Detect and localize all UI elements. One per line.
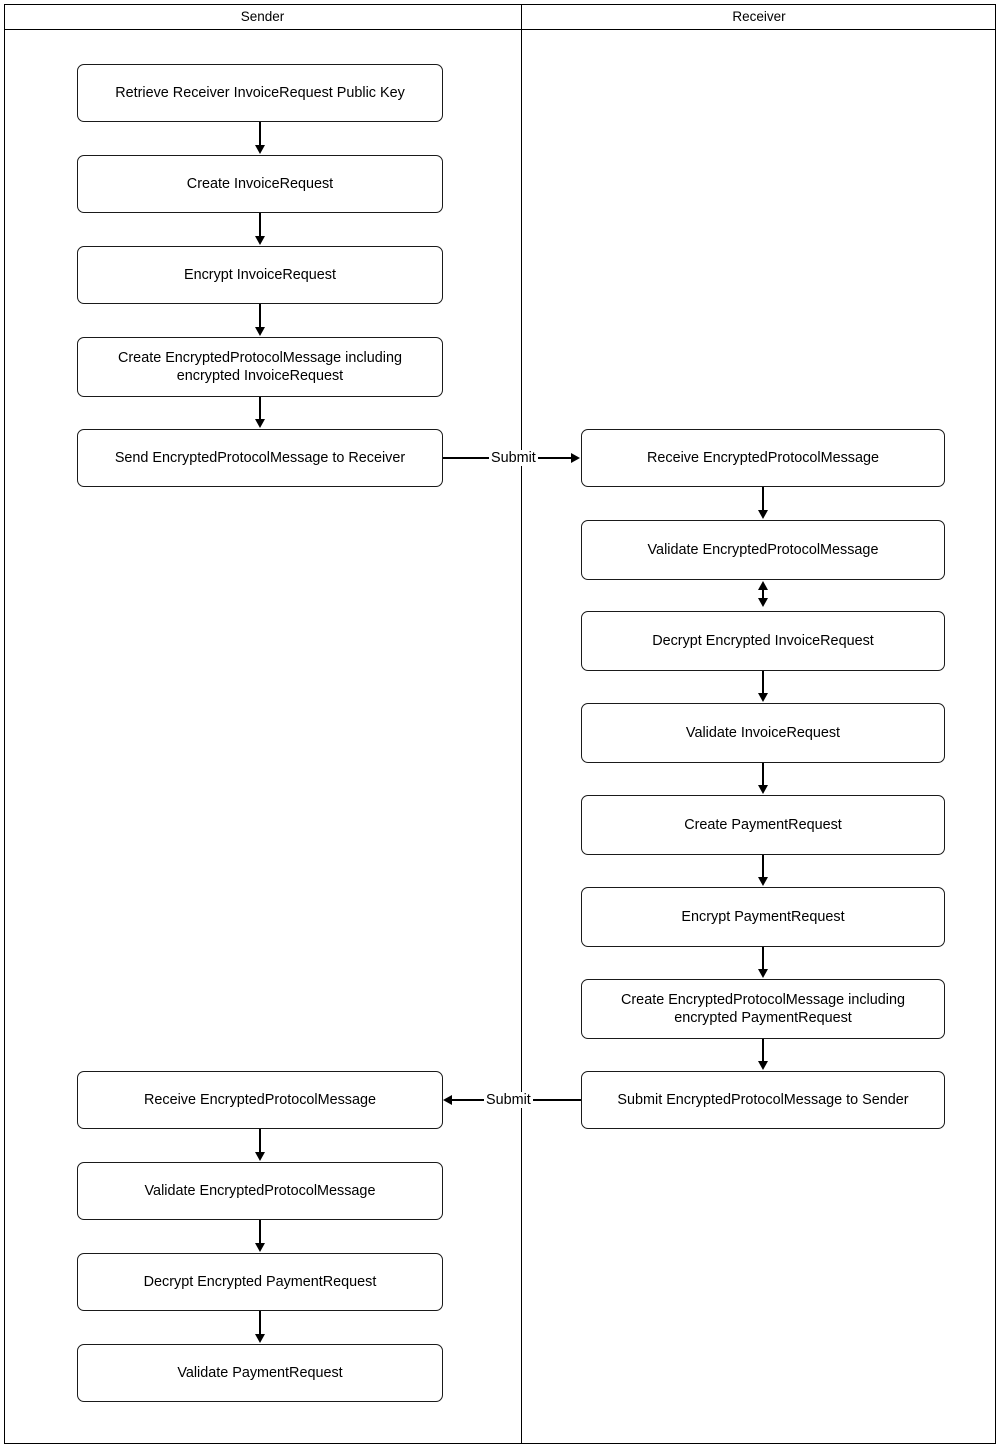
connector-s4-s5	[259, 397, 261, 419]
connector-r4-r5	[762, 763, 764, 785]
node-label: Decrypt Encrypted PaymentRequest	[143, 1273, 377, 1290]
node-label: Retrieve Receiver InvoiceRequest Public …	[115, 84, 405, 101]
connector-r7-r8	[762, 1039, 764, 1061]
node-receiver-validate-invoicerequest[interactable]: Validate InvoiceRequest	[581, 703, 945, 763]
node-retrieve-receiver-public-key[interactable]: Retrieve Receiver InvoiceRequest Public …	[77, 64, 443, 122]
node-receiver-validate-epm[interactable]: Validate EncryptedProtocolMessage	[581, 520, 945, 580]
arrowhead-s4-s5	[254, 419, 265, 428]
node-receiver-receive-epm[interactable]: Receive EncryptedProtocolMessage	[581, 429, 945, 487]
lane-title-sender: Sender	[240, 9, 285, 24]
node-receiver-encrypt-paymentrequest[interactable]: Encrypt PaymentRequest	[581, 887, 945, 947]
node-create-invoicerequest[interactable]: Create InvoiceRequest	[77, 155, 443, 213]
arrowhead-s6-s7	[254, 1152, 265, 1161]
connector-s6-s7	[259, 1129, 261, 1152]
node-label: Create EncryptedProtocolMessage includin…	[621, 991, 905, 1026]
arrowhead-r7-r8	[757, 1061, 768, 1070]
node-sender-receive-epm[interactable]: Receive EncryptedProtocolMessage	[77, 1071, 443, 1129]
lane-title-receiver: Receiver	[732, 9, 786, 24]
arrowhead-r8-s6	[443, 1094, 452, 1105]
arrowhead-r1-r2	[757, 510, 768, 519]
node-sender-validate-epm[interactable]: Validate EncryptedProtocolMessage	[77, 1162, 443, 1220]
arrowhead-s8-s9	[254, 1334, 265, 1343]
node-label: Encrypt InvoiceRequest	[184, 266, 336, 283]
lane-header-rule	[4, 28, 996, 31]
connector-r5-r6	[762, 855, 764, 877]
connector-s2-s3	[259, 213, 261, 236]
arrowhead-s1-s2	[254, 145, 265, 154]
arrowhead-s5-r1	[571, 452, 580, 463]
node-label: Validate EncryptedProtocolMessage	[647, 541, 879, 558]
arrowhead-r2-r3	[757, 598, 768, 607]
arrowhead-r3-r4	[757, 693, 768, 702]
connector-r2-r3	[762, 588, 764, 598]
node-label: Validate InvoiceRequest	[685, 724, 841, 741]
node-receiver-decrypt-invoicerequest[interactable]: Decrypt Encrypted InvoiceRequest	[581, 611, 945, 671]
connector-s8-s9	[259, 1311, 261, 1334]
node-encrypt-invoicerequest[interactable]: Encrypt InvoiceRequest	[77, 246, 443, 304]
node-label: Send EncryptedProtocolMessage to Receive…	[114, 449, 406, 466]
arrowhead-r5-r6	[757, 877, 768, 886]
arrowhead-r4-r5	[757, 785, 768, 794]
node-label: Decrypt Encrypted InvoiceRequest	[652, 632, 874, 649]
arrowhead-r6-r7	[757, 969, 768, 978]
edge-label-submit-forward: Submit	[489, 450, 538, 466]
node-label: Validate EncryptedProtocolMessage	[144, 1182, 376, 1199]
node-label: Submit EncryptedProtocolMessage to Sende…	[617, 1091, 909, 1108]
connector-s3-s4	[259, 304, 261, 327]
node-label: Validate PaymentRequest	[177, 1364, 343, 1381]
edge-label-submit-return: Submit	[484, 1092, 533, 1108]
connector-r3-r4	[762, 671, 764, 693]
arrowhead-s7-s8	[254, 1243, 265, 1252]
connector-s7-s8	[259, 1220, 261, 1243]
node-label: Create EncryptedProtocolMessage includin…	[118, 349, 402, 384]
arrowhead-s2-s3	[254, 236, 265, 245]
node-create-epm-invoicerequest[interactable]: Create EncryptedProtocolMessage includin…	[77, 337, 443, 397]
arrowhead-s3-s4	[254, 327, 265, 336]
node-receiver-submit-epm-to-sender[interactable]: Submit EncryptedProtocolMessage to Sende…	[581, 1071, 945, 1129]
node-label: Receive EncryptedProtocolMessage	[647, 449, 879, 466]
node-receiver-create-epm-paymentrequest[interactable]: Create EncryptedProtocolMessage includin…	[581, 979, 945, 1039]
arrowhead-r3-r2	[757, 581, 768, 590]
node-label: Create InvoiceRequest	[186, 175, 334, 192]
connector-r1-r2	[762, 487, 764, 510]
node-receiver-create-paymentrequest[interactable]: Create PaymentRequest	[581, 795, 945, 855]
lane-divider	[520, 4, 523, 1444]
node-sender-validate-paymentrequest[interactable]: Validate PaymentRequest	[77, 1344, 443, 1402]
node-label: Receive EncryptedProtocolMessage	[144, 1091, 376, 1108]
node-label: Encrypt PaymentRequest	[681, 908, 845, 925]
node-label: Create PaymentRequest	[684, 816, 842, 833]
node-send-epm-to-receiver[interactable]: Send EncryptedProtocolMessage to Receive…	[77, 429, 443, 487]
node-sender-decrypt-paymentrequest[interactable]: Decrypt Encrypted PaymentRequest	[77, 1253, 443, 1311]
connector-r6-r7	[762, 947, 764, 969]
connector-s1-s2	[259, 122, 261, 145]
